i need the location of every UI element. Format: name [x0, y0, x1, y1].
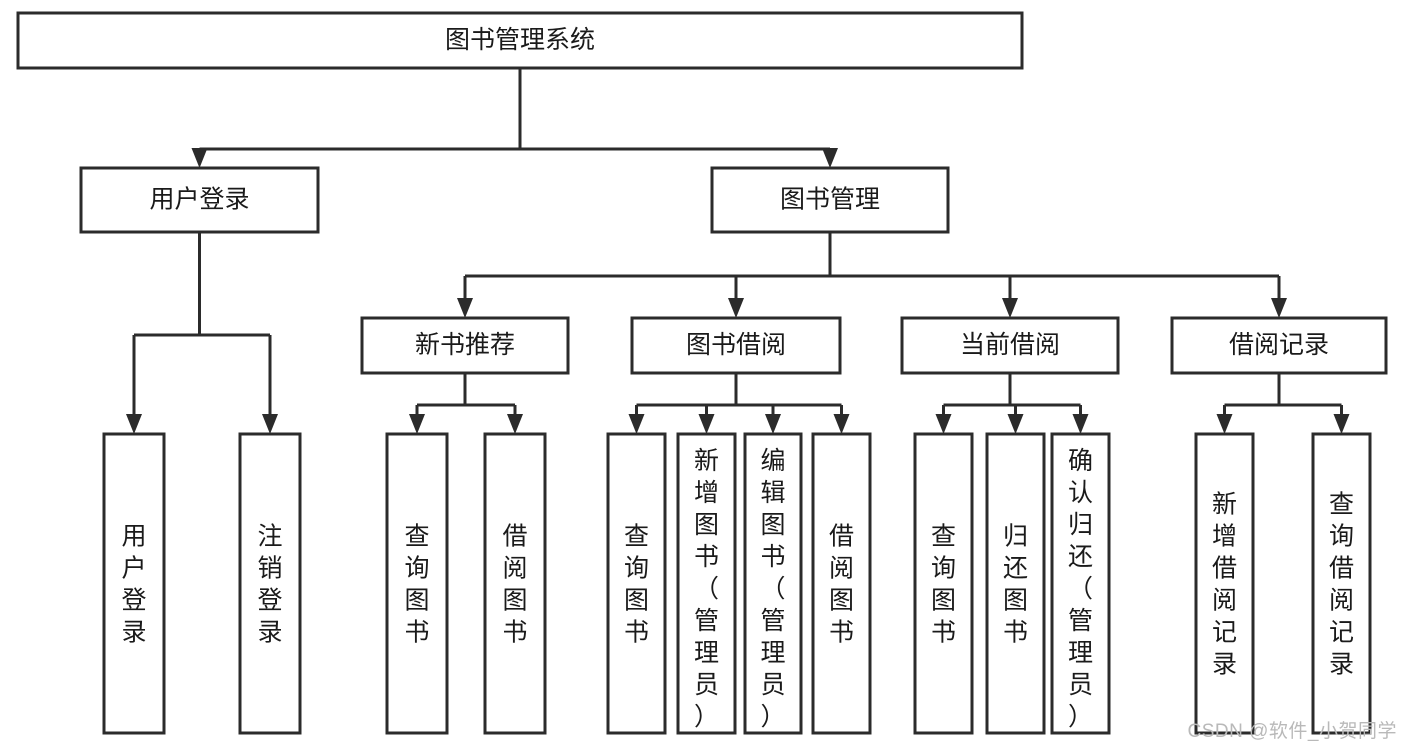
arrow-head-icon	[409, 414, 425, 434]
arrow-head-icon	[628, 414, 645, 434]
node-cb-return[interactable]: 归还图书	[985, 432, 1046, 735]
arrow-head-icon	[1072, 414, 1089, 434]
arrow-head-icon	[126, 414, 142, 434]
node-label: 查询借阅记录	[1329, 490, 1354, 678]
arrow-head-icon	[1216, 414, 1233, 434]
node-label: 新增借阅记录	[1212, 490, 1237, 678]
node-label: 用户登录	[121, 522, 146, 646]
arrow-head-icon	[191, 148, 208, 168]
node-box[interactable]	[900, 316, 1120, 375]
node-box[interactable]	[16, 11, 1024, 70]
node-box[interactable]	[913, 432, 974, 735]
node-label: 借阅图书	[502, 522, 527, 646]
node-box[interactable]	[1170, 316, 1388, 375]
node-layer: 图书管理系统用户登录图书管理新书推荐图书借阅当前借阅借阅记录用户登录注销登录查询…	[16, 11, 1388, 735]
arrow-head-icon	[1271, 298, 1287, 318]
node-box[interactable]	[1194, 432, 1255, 735]
arrow-head-icon	[833, 414, 850, 434]
node-label: 新增图书（管理员）	[694, 447, 719, 731]
node-bb-query[interactable]: 查询图书	[606, 432, 667, 735]
arrow-head-icon	[765, 414, 781, 434]
node-label: 图书借阅	[686, 331, 786, 359]
node-bb-borrow[interactable]: 借阅图书	[811, 432, 872, 735]
node-box[interactable]	[102, 432, 166, 735]
node-box[interactable]	[360, 316, 570, 375]
node-label: 编辑图书（管理员）	[760, 447, 785, 731]
arrow-head-icon	[935, 414, 952, 434]
node-box[interactable]	[985, 432, 1046, 735]
node-label: 查询图书	[931, 522, 956, 646]
arrow-head-icon	[698, 414, 715, 434]
node-box[interactable]	[79, 166, 320, 234]
node-box[interactable]	[483, 432, 547, 735]
node-label: 新书推荐	[415, 331, 515, 359]
arrow-head-icon	[262, 414, 278, 434]
connector-layer	[126, 68, 1350, 434]
node-box[interactable]	[710, 166, 950, 234]
node-box[interactable]	[385, 432, 449, 735]
node-new-book-rec[interactable]: 新书推荐	[360, 316, 570, 375]
node-label: 用户登录	[149, 186, 249, 214]
node-nbr-query[interactable]: 查询图书	[385, 432, 449, 735]
node-box[interactable]	[1050, 432, 1111, 735]
node-box[interactable]	[743, 432, 803, 735]
node-cb-confirm[interactable]: 确认归还（管理员）	[1050, 432, 1111, 735]
node-label: 注销登录	[257, 522, 282, 646]
arrow-head-icon	[1333, 414, 1350, 434]
node-box[interactable]	[238, 432, 302, 735]
watermark-text: CSDN @软件_小贺同学	[1187, 721, 1397, 742]
node-label: 借阅记录	[1229, 331, 1329, 359]
node-label: 图书管理系统	[445, 26, 595, 54]
node-label: 归还图书	[1003, 522, 1028, 646]
arrow-head-icon	[507, 414, 523, 434]
node-label: 查询图书	[624, 522, 649, 646]
node-bb-edit[interactable]: 编辑图书（管理员）	[743, 432, 803, 735]
arrow-head-icon	[1002, 298, 1018, 318]
node-cb-query[interactable]: 查询图书	[913, 432, 974, 735]
node-book-manage[interactable]: 图书管理	[710, 166, 950, 234]
node-box[interactable]	[630, 316, 842, 375]
node-leaf-logout[interactable]: 注销登录	[238, 432, 302, 735]
arrow-head-icon	[728, 298, 744, 318]
arrow-head-icon	[1007, 414, 1024, 434]
node-label: 查询图书	[404, 522, 429, 646]
node-bb-add[interactable]: 新增图书（管理员）	[676, 432, 737, 735]
node-label: 图书管理	[780, 186, 880, 214]
arrow-head-icon	[457, 298, 473, 318]
node-box[interactable]	[811, 432, 872, 735]
node-nbr-borrow[interactable]: 借阅图书	[483, 432, 547, 735]
node-borrow-record[interactable]: 借阅记录	[1170, 316, 1388, 375]
node-user-login[interactable]: 用户登录	[79, 166, 320, 234]
node-label: 当前借阅	[960, 331, 1060, 359]
arrow-head-icon	[822, 148, 838, 168]
node-book-borrow[interactable]: 图书借阅	[630, 316, 842, 375]
node-br-query[interactable]: 查询借阅记录	[1311, 432, 1372, 735]
node-label: 确认归还（管理员）	[1068, 447, 1093, 731]
node-box[interactable]	[676, 432, 737, 735]
node-box[interactable]	[606, 432, 667, 735]
node-br-add[interactable]: 新增借阅记录	[1194, 432, 1255, 735]
node-leaf-user-login[interactable]: 用户登录	[102, 432, 166, 735]
node-box[interactable]	[1311, 432, 1372, 735]
node-current-borrow[interactable]: 当前借阅	[900, 316, 1120, 375]
node-root[interactable]: 图书管理系统	[16, 11, 1024, 70]
node-label: 借阅图书	[829, 522, 854, 646]
